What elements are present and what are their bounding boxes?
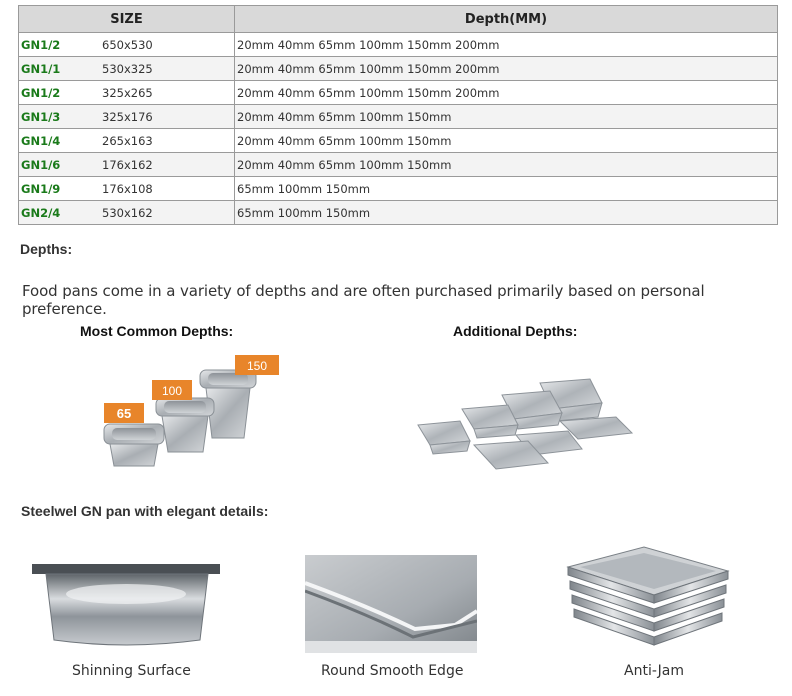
- depth-tag-65-label: 65: [117, 406, 131, 421]
- depths-description: Food pans come in a variety of depths an…: [22, 282, 705, 318]
- depth-cell: 20mm 40mm 65mm 100mm 150mm: [234, 104, 778, 129]
- size-cell: 530x325: [100, 56, 235, 81]
- round-smooth-edge-caption: Round Smooth Edge: [321, 663, 464, 679]
- depth-tag-100-label: 100: [162, 384, 182, 398]
- size-cell: 325x265: [100, 80, 235, 105]
- model-cell: GN1/1: [18, 56, 100, 81]
- model-cell: GN2/4: [18, 200, 100, 225]
- model-cell: GN1/4: [18, 128, 100, 153]
- depth-cell: 20mm 40mm 65mm 100mm 150mm: [234, 128, 778, 153]
- size-cell: 265x163: [100, 128, 235, 153]
- additional-depths-title: Additional Depths:: [453, 323, 578, 339]
- common-depths-pans-image: [103, 369, 257, 467]
- depth-cell: 20mm 40mm 65mm 100mm 150mm 200mm: [234, 32, 778, 57]
- table-row: GN1/9 176x108 65mm 100mm 150mm: [18, 176, 778, 201]
- model-cell: GN1/2: [18, 32, 100, 57]
- most-common-depths-title: Most Common Depths:: [80, 323, 234, 339]
- size-cell: 176x108: [100, 176, 235, 201]
- depth-tag-150: 150: [235, 355, 279, 375]
- model-cell: GN1/9: [18, 176, 100, 201]
- table-row: GN1/2 325x265 20mm 40mm 65mm 100mm 150mm…: [18, 80, 778, 105]
- table-row: GN1/3 325x176 20mm 40mm 65mm 100mm 150mm: [18, 104, 778, 129]
- depth-cell: 20mm 40mm 65mm 100mm 150mm 200mm: [234, 56, 778, 81]
- size-cell: 650x530: [100, 32, 235, 57]
- model-cell: GN1/2: [18, 80, 100, 105]
- depth-tag-65: 65: [104, 403, 144, 423]
- model-cell: GN1/3: [18, 104, 100, 129]
- depth-tag-100: 100: [152, 380, 192, 400]
- model-cell: GN1/6: [18, 152, 100, 177]
- depth-cell: 65mm 100mm 150mm: [234, 200, 778, 225]
- depths-heading: Depths:: [20, 241, 73, 257]
- details-heading: Steelwel GN pan with elegant details:: [21, 503, 269, 519]
- additional-depths-pans-image: [417, 378, 634, 470]
- table-row: GN1/6 176x162 20mm 40mm 65mm 100mm 150mm: [18, 152, 778, 177]
- size-cell: 325x176: [100, 104, 235, 129]
- anti-jam-image: [566, 546, 730, 646]
- table-row: GN2/4 530x162 65mm 100mm 150mm: [18, 200, 778, 225]
- table-row: GN1/1 530x325 20mm 40mm 65mm 100mm 150mm…: [18, 56, 778, 81]
- depth-column-header: Depth(MM): [234, 5, 778, 33]
- depth-cell: 20mm 40mm 65mm 100mm 150mm: [234, 152, 778, 177]
- table-row: GN1/2 650x530 20mm 40mm 65mm 100mm 150mm…: [18, 32, 778, 57]
- table-header-row: SIZE Depth(MM): [18, 5, 778, 33]
- depth-cell: 20mm 40mm 65mm 100mm 150mm 200mm: [234, 80, 778, 105]
- depth-cell: 65mm 100mm 150mm: [234, 176, 778, 201]
- size-cell: 530x162: [100, 200, 235, 225]
- table-row: GN1/4 265x163 20mm 40mm 65mm 100mm 150mm: [18, 128, 778, 153]
- shinning-surface-caption: Shinning Surface: [72, 663, 191, 679]
- size-column-header: SIZE: [18, 5, 235, 33]
- shinning-surface-image: [32, 564, 220, 650]
- round-smooth-edge-image: [305, 555, 477, 653]
- size-cell: 176x162: [100, 152, 235, 177]
- depth-tag-150-label: 150: [247, 359, 267, 373]
- anti-jam-caption: Anti-Jam: [624, 663, 685, 679]
- gn-size-table: SIZE Depth(MM) GN1/2 650x530 20mm 40mm 6…: [18, 5, 778, 225]
